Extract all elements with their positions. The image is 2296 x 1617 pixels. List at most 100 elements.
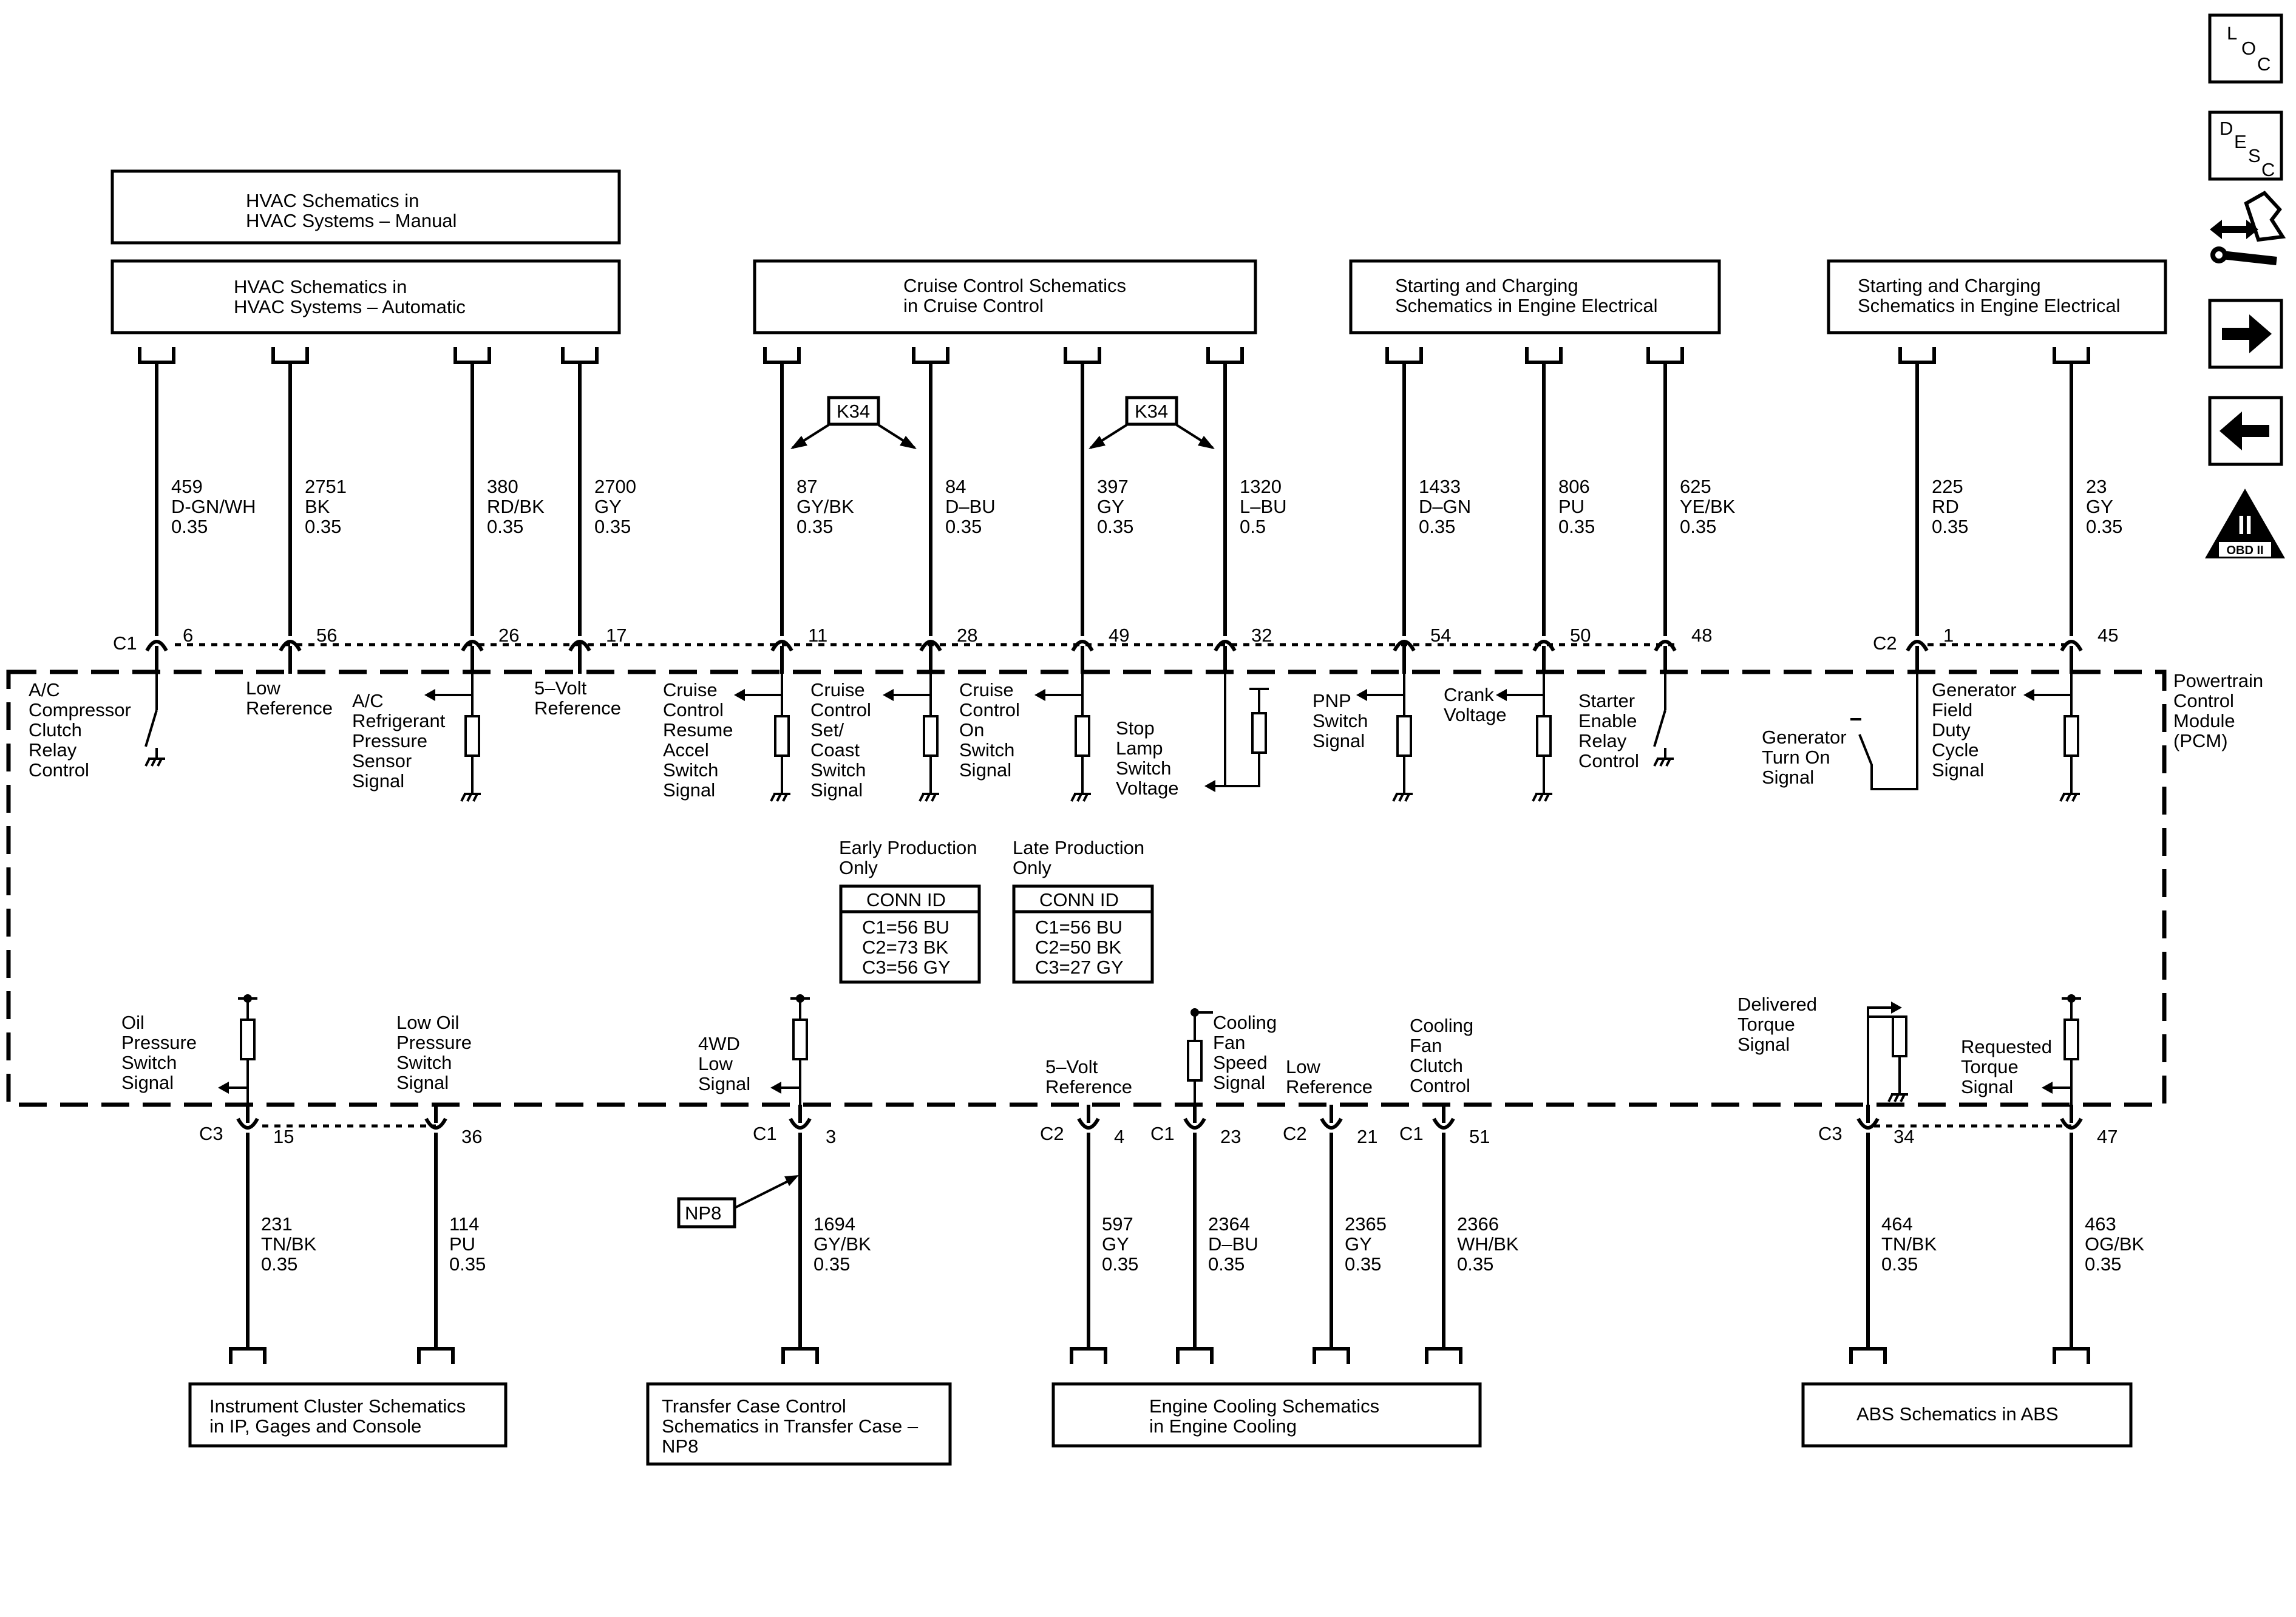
svg-text:(PCM): (PCM): [2173, 730, 2228, 751]
circuit-label: Field: [1932, 699, 1972, 720]
connector-c3-left: C3: [199, 1123, 223, 1144]
connector-terminal-icon: [1849, 1347, 1887, 1364]
circuit-label: Switch: [810, 759, 866, 781]
desc-button[interactable]: D E S C: [2208, 110, 2283, 181]
wire-spec: PU: [1558, 496, 1584, 517]
next-page-button[interactable]: [2208, 299, 2283, 369]
pin-terminal-icon: [2060, 640, 2083, 652]
ground-icon: [1653, 748, 1674, 767]
pin-number: 51: [1469, 1126, 1490, 1147]
top-circuit-pin-11[interactable]: 87GY/BK0.3511CruiseControlResumeAccelSwi…: [663, 347, 854, 802]
svg-text:in IP, Gages and Console: in IP, Gages and Console: [209, 1415, 421, 1437]
resistor-icon: [2063, 715, 2079, 757]
desc-letter-d: D: [2220, 118, 2233, 139]
np8-option-tag: NP8: [677, 1175, 799, 1229]
instrument-cluster-box[interactable]: Instrument Cluster Schematics in IP, Gag…: [188, 1382, 508, 1448]
pin-terminal-icon: [1654, 640, 1677, 652]
wire-spec: D–GN: [1419, 496, 1471, 517]
pin-terminal-icon: [1071, 640, 1094, 652]
loc-button[interactable]: L O C: [2208, 13, 2283, 84]
circuit-label: Resume: [663, 719, 733, 741]
top-circuit-pin-6[interactable]: 459D-GN/WH0.356A/CCompressorClutchRelayC…: [29, 347, 256, 781]
wire-spec: 597: [1102, 1213, 1133, 1235]
svg-text:in Cruise Control: in Cruise Control: [903, 295, 1044, 316]
repair-tools-icon[interactable]: [2210, 191, 2286, 265]
obd-ii-icon: II OBD II: [2205, 489, 2285, 558]
wire-spec: GY: [2086, 496, 2113, 517]
cruise-control-box[interactable]: Cruise Control Schematics in Cruise Cont…: [753, 259, 1257, 334]
svg-text:CONN ID: CONN ID: [866, 889, 946, 910]
starting-charging-box-1[interactable]: Starting and Charging Schematics in Engi…: [1349, 259, 1721, 334]
pin-number: 4: [1114, 1126, 1124, 1147]
circuit-label: Control: [959, 699, 1020, 720]
connector-terminal-icon: [1425, 1347, 1462, 1364]
circuit-label: Signal: [698, 1073, 750, 1094]
circuit-label: Delivered: [1737, 994, 1817, 1015]
transfer-case-box[interactable]: Transfer Case Control Schematics in Tran…: [646, 1382, 952, 1466]
top-circuit-pin-28[interactable]: 84D–BU0.3528CruiseControlSet/CoastSwitch…: [810, 347, 996, 802]
hvac-automatic-box[interactable]: HVAC Schematics in HVAC Systems – Automa…: [110, 259, 621, 334]
wire-spec: 0.35: [1558, 516, 1595, 537]
circuit-label: Generator: [1762, 727, 1847, 748]
previous-page-button[interactable]: [2208, 396, 2283, 466]
pin-number: 3: [826, 1126, 836, 1147]
wire-spec: 2751: [305, 476, 347, 497]
connector-terminal-icon: [417, 1347, 455, 1364]
desc-letter-c: C: [2261, 159, 2275, 180]
svg-text:in Engine Cooling: in Engine Cooling: [1149, 1415, 1297, 1437]
connector-terminal-icon: [138, 347, 175, 364]
k34-option-tag-1: K34: [790, 396, 917, 449]
circuit-label: Switch: [1116, 758, 1171, 779]
wire-spec: 114: [449, 1213, 479, 1235]
conn-id-table-early: Early Production Only CONN ID C1=56 BU C…: [839, 837, 981, 984]
circuit-label: Low: [698, 1053, 733, 1074]
wire-spec: 0.35: [1680, 516, 1716, 537]
circuit-label: Relay: [29, 739, 77, 761]
loc-letter-c: C: [2257, 53, 2271, 75]
abs-box[interactable]: ABS Schematics in ABS: [1801, 1382, 2133, 1448]
svg-text:HVAC Schematics in: HVAC Schematics in: [234, 276, 407, 297]
wire-spec: GY/BK: [796, 496, 854, 517]
connector-terminal-icon: [1070, 1347, 1107, 1364]
starting-charging-box-2[interactable]: Starting and Charging Schematics in Engi…: [1827, 259, 2167, 334]
signal-arrow-icon: [734, 689, 745, 701]
circuit-label: Signal: [1932, 759, 1984, 781]
engine-cooling-box[interactable]: Engine Cooling Schematics in Engine Cool…: [1051, 1382, 1482, 1448]
svg-text:Transfer Case Control: Transfer Case Control: [662, 1395, 846, 1417]
circuit-label: Clutch: [29, 719, 82, 741]
circuit-label: Voltage: [1444, 704, 1506, 725]
resistor-icon: [1075, 715, 1090, 757]
pin-terminal-icon: [1856, 1117, 1880, 1130]
pin-number: 11: [808, 625, 827, 646]
resistor-icon: [1187, 1040, 1203, 1082]
circuit-label: Switch: [121, 1052, 177, 1073]
hvac-manual-box[interactable]: HVAC Schematics in HVAC Systems – Manual: [110, 169, 621, 245]
wire-spec: TN/BK: [1881, 1233, 1937, 1255]
connector-terminal-icon: [1525, 347, 1563, 364]
circuit-label: Signal: [1737, 1034, 1790, 1055]
wire-spec: 2366: [1457, 1213, 1499, 1235]
wire-spec: 459: [171, 476, 203, 497]
top-circuit-pin-26[interactable]: 380RD/BK0.3526A/CRefrigerantPressureSens…: [352, 347, 545, 802]
circuit-label: Switch: [1313, 710, 1368, 731]
signal-arrow-icon: [2023, 689, 2034, 701]
circuit-label: Pressure: [396, 1032, 472, 1053]
